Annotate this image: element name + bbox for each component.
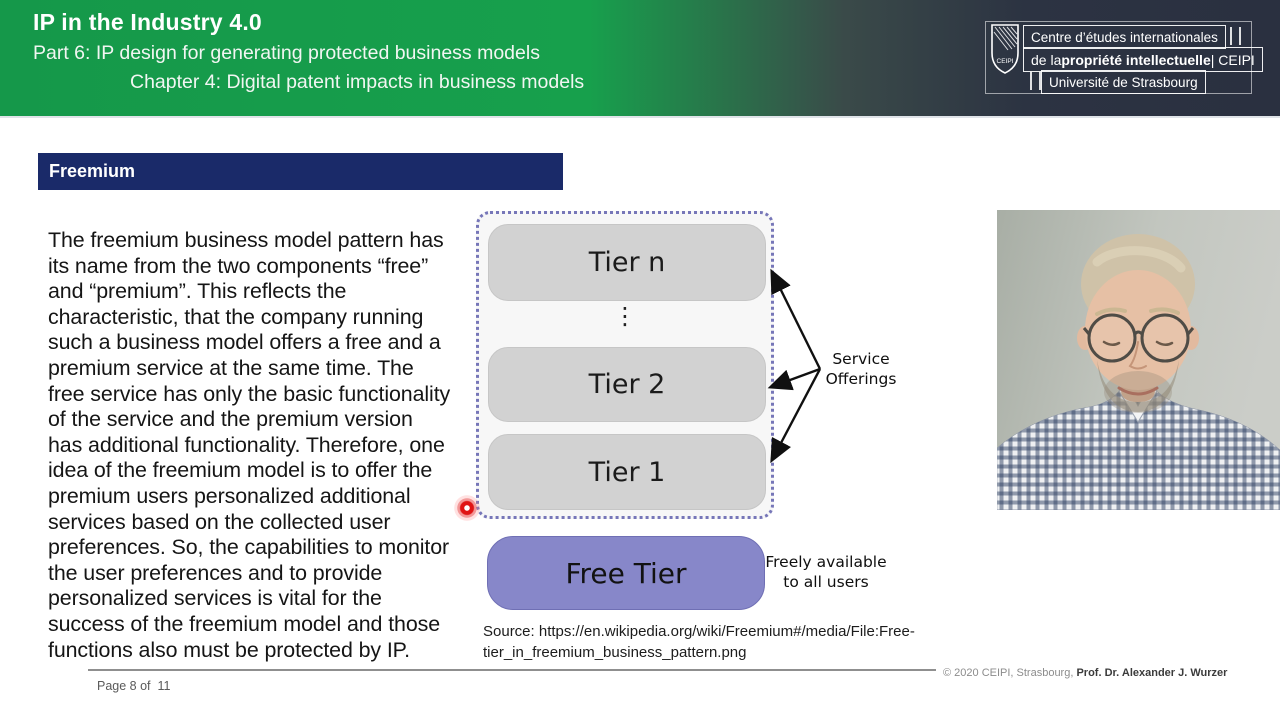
copyright-notice: © 2020 CEIPI, Strasbourg, Prof. Dr. Alex… <box>943 667 1227 679</box>
freely-available-line: to all users <box>783 572 869 591</box>
logo-line-3-text: Université de Strasbourg <box>1049 74 1198 90</box>
header-divider <box>0 116 1280 118</box>
body-text-line: its name from the two components “free” <box>48 253 429 278</box>
shield-label: CEIPI <box>997 58 1014 65</box>
free-tier-box: Free Tier <box>487 536 765 610</box>
body-text-line: and “premium”. This reflects the <box>48 279 347 304</box>
body-text-line: The freemium business model pattern has <box>48 228 444 252</box>
source-citation-line: tier_in_freemium_business_pattern.png <box>483 643 747 661</box>
body-text-line: personalized services is vital for the <box>48 586 382 611</box>
body-text-line: success of the freemium model and those <box>48 611 441 636</box>
glasses <box>1082 313 1195 363</box>
body-text-line: of the service and the premium version <box>48 407 413 432</box>
body-text-line: preferences. So, the capabilities to mon… <box>48 535 450 560</box>
course-chapter-subtitle: Chapter 4: Digital patent impacts in bus… <box>130 71 585 93</box>
source-citation: Source: https://en.wikipedia.org/wiki/Fr… <box>483 622 915 663</box>
logo-line-1: Centre d’études internationales <box>1023 25 1226 49</box>
tier-1-box: Tier 1 <box>488 434 766 510</box>
logo-double-bars-icon <box>1030 72 1041 90</box>
course-part-subtitle: Part 6: IP design for generating protect… <box>33 42 540 64</box>
body-text-line: idea of the freemium model is to offer t… <box>48 458 433 483</box>
body-text-line: premium service at the same time. The <box>48 355 414 380</box>
section-title: Freemium <box>49 161 136 181</box>
body-text-line: has additional functionality. Therefore,… <box>48 432 445 457</box>
ceipi-shield-icon: CEIPI <box>991 24 1019 74</box>
vertical-ellipsis-icon: ⋮ <box>613 302 637 330</box>
copyright-author: Prof. Dr. Alexander J. Wurzer <box>1076 667 1228 679</box>
service-offerings-line: Service <box>832 350 890 368</box>
copyright-text: © 2020 CEIPI, Strasbourg, <box>943 667 1077 679</box>
course-title: IP in the Industry 4.0 <box>33 9 262 35</box>
ceipi-logo: CEIPI Centre d’études internationales de… <box>983 13 1263 97</box>
source-citation-line: Source: https://en.wikipedia.org/wiki/Fr… <box>483 623 915 640</box>
body-text-line: such a business model offers a free and … <box>48 330 441 355</box>
body-text-line: premium users personalized additional <box>48 483 411 508</box>
body-text-line: free service has only the basic function… <box>48 381 451 406</box>
logo-line-2: de la propriété intellectuelle | CEIPI <box>1023 47 1263 72</box>
tier-n-box: Tier n <box>488 224 766 301</box>
logo-line-2-suffix: | CEIPI <box>1210 51 1255 68</box>
header-banner: IP in the Industry 4.0 Part 6: IP design… <box>0 0 1280 116</box>
body-text-line: characteristic, that the company running <box>48 304 424 329</box>
laser-pointer-dot <box>453 494 481 522</box>
logo-line-1-text: Centre d’études internationales <box>1031 29 1218 45</box>
logo-line-3: Université de Strasbourg <box>1041 70 1206 94</box>
logo-line-2-bold: propriété intellectuelle <box>1061 51 1211 68</box>
body-text-line: services based on the collected user <box>48 509 391 534</box>
section-title-bar: Freemium <box>38 153 563 190</box>
tier-2-box: Tier 2 <box>488 347 766 422</box>
body-text-line: the user preferences and to provide <box>48 560 383 585</box>
logo-double-bars-icon <box>1230 27 1241 45</box>
freely-available-line: Freely available <box>765 553 887 571</box>
page-number: Page 8 of 11 <box>97 679 171 693</box>
presenter-webcam-video <box>997 210 1280 510</box>
body-text-line: functions also must be protected by IP. <box>48 637 410 662</box>
logo-line-2-prefix: de la <box>1031 51 1062 68</box>
footer-divider-line <box>88 669 936 671</box>
service-offerings-line: Offerings <box>825 369 897 388</box>
